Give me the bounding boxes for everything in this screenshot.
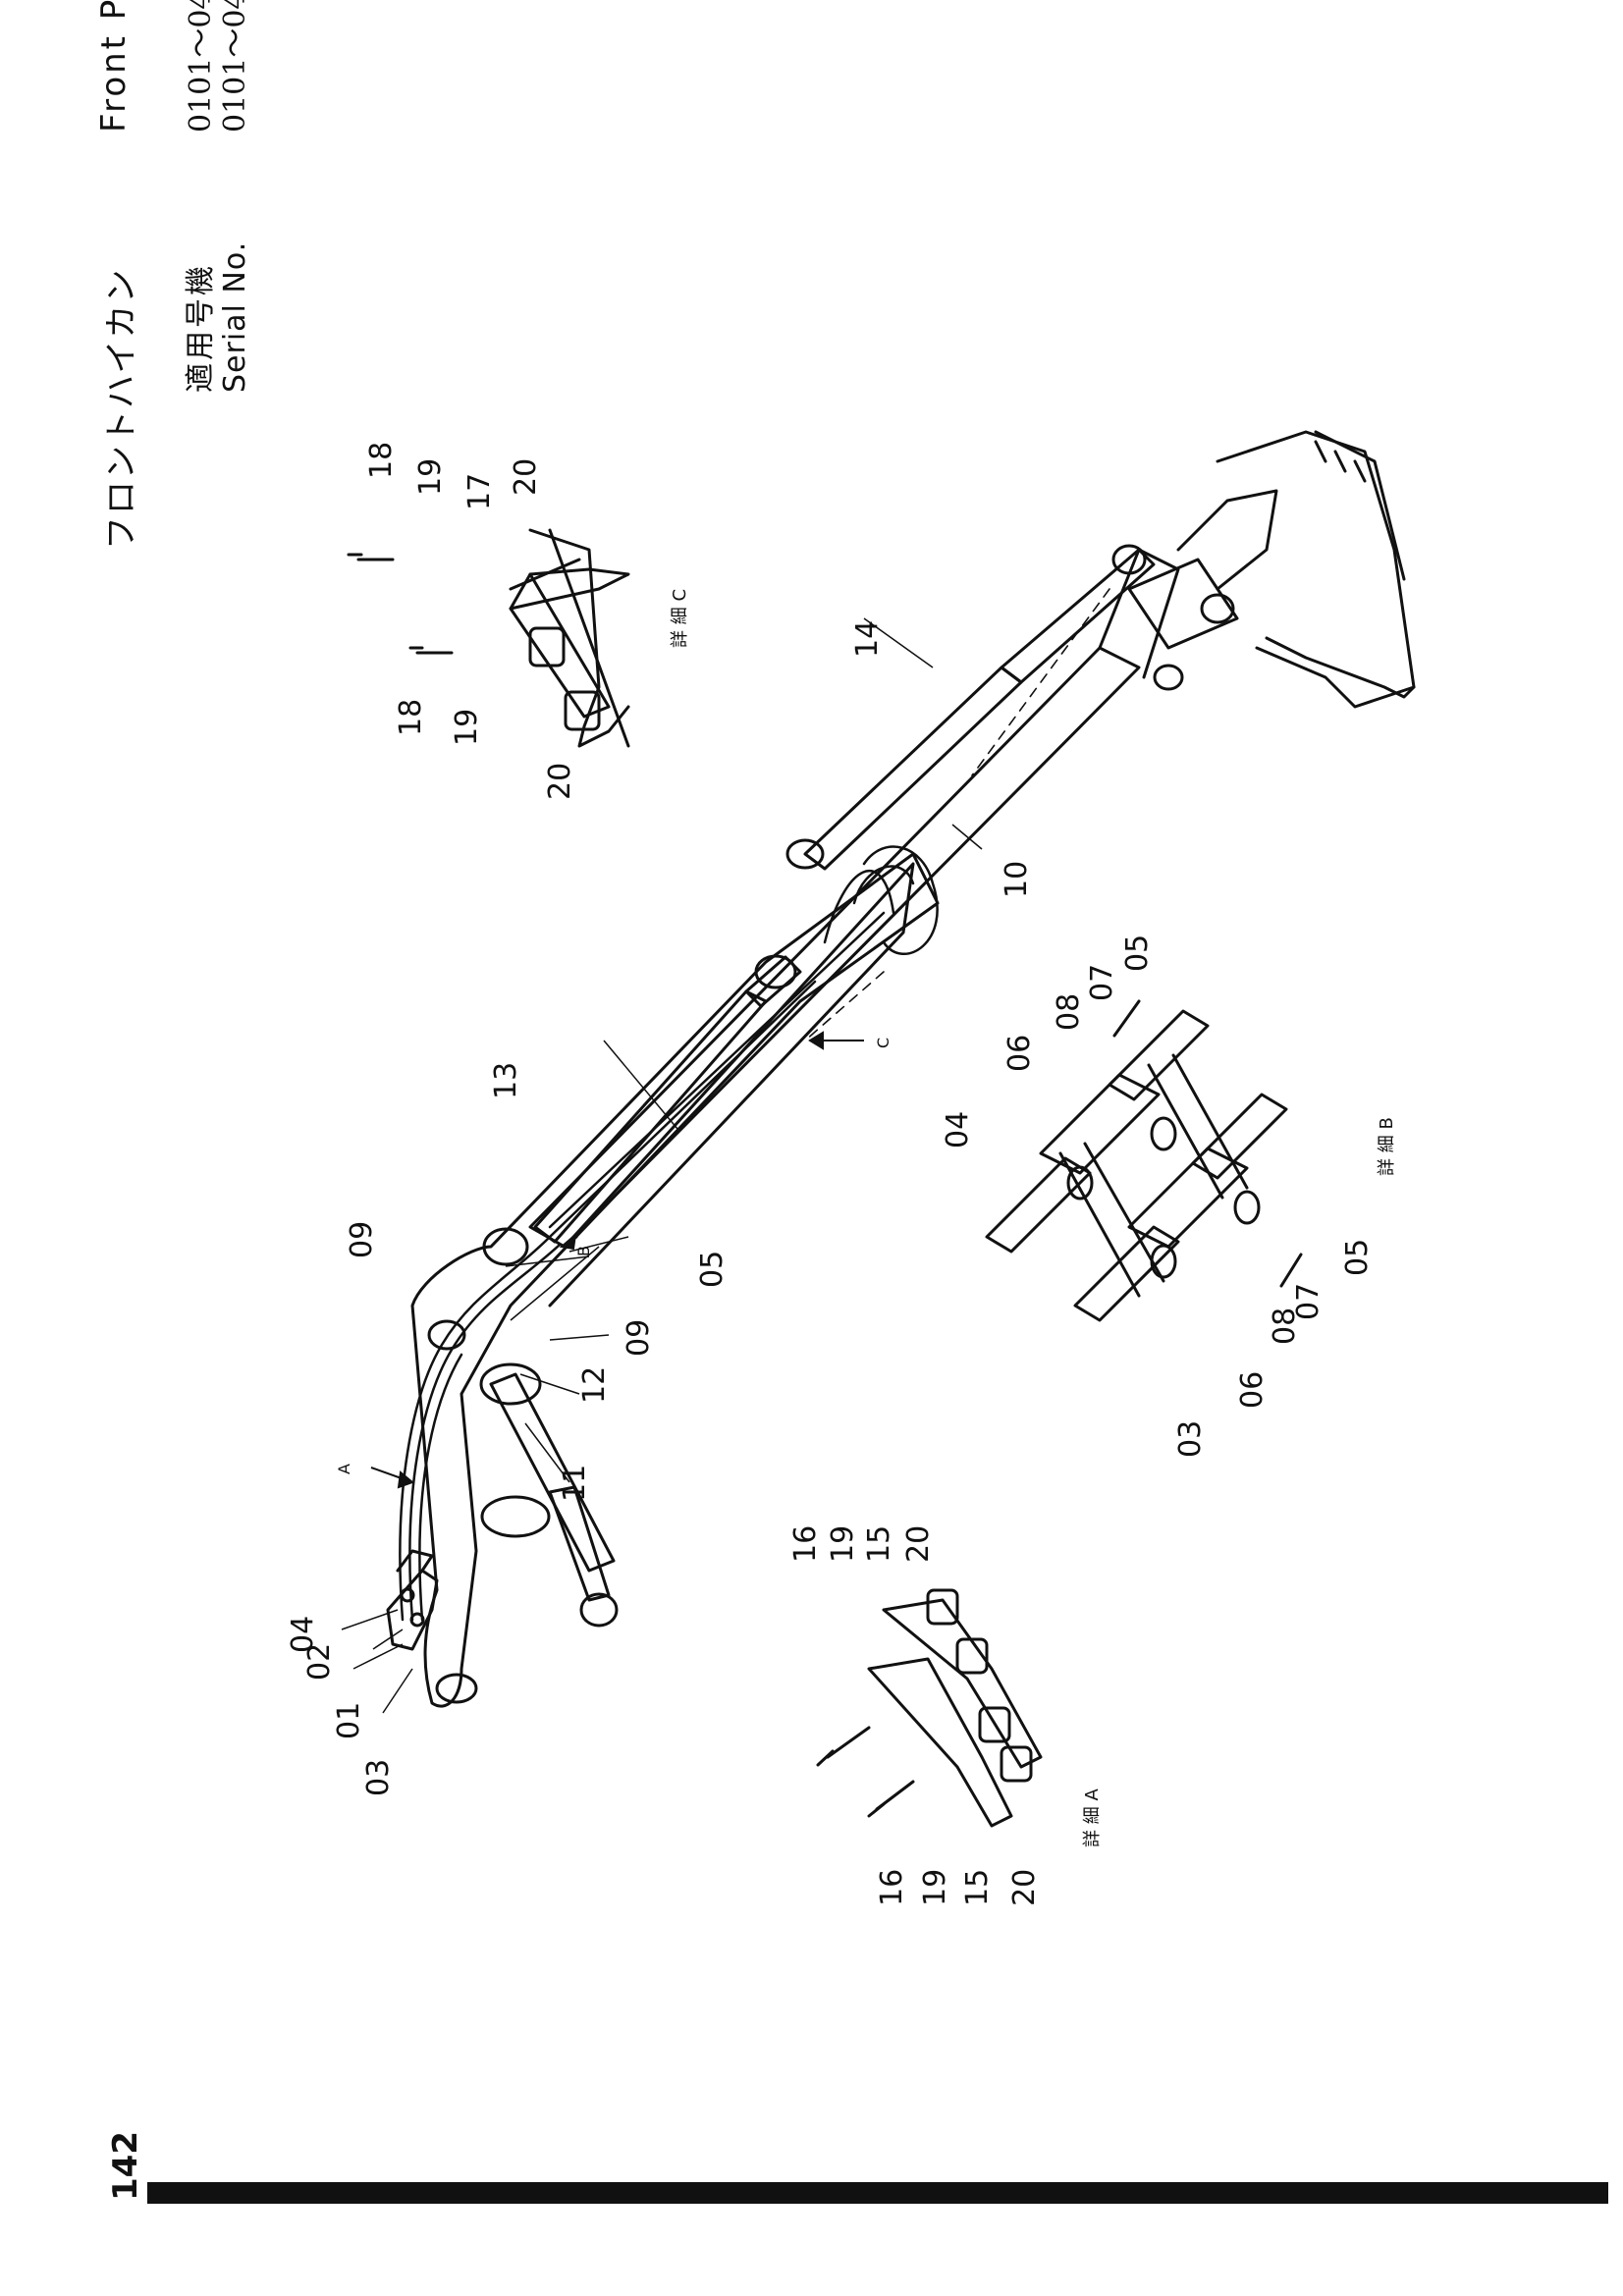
callout-labels: 01 02 03 04 05 09 09 10 11 12 13 14 03 0… (286, 442, 1375, 1906)
callout-12: 12 (577, 1366, 612, 1404)
detail-b-caption: 詳 細 B (1377, 1117, 1397, 1176)
callout-a-19-a: 19 (826, 1525, 860, 1563)
callout-a-20-b: 20 (1007, 1869, 1042, 1906)
guide-lines (804, 588, 1110, 1041)
callout-c-20-a: 20 (509, 458, 543, 496)
callout-b-06-b: 06 (1235, 1371, 1270, 1409)
callout-b-06-a: 06 (1002, 1035, 1037, 1072)
callout-a-16-a: 16 (788, 1525, 823, 1563)
arm-cylinder (533, 954, 802, 1244)
bucket-cylinder (785, 548, 1156, 871)
bucket (1111, 430, 1416, 709)
detail-a-assembly (867, 1588, 1043, 1828)
callout-a-20-a: 20 (901, 1525, 936, 1563)
view-letter-a: A (335, 1464, 353, 1474)
callout-05: 05 (695, 1251, 730, 1288)
callout-14: 14 (850, 620, 885, 658)
detail-b-assembly (985, 1009, 1288, 1322)
callout-a-19-b: 19 (918, 1869, 952, 1906)
boom-cylinder (479, 1362, 619, 1628)
detail-a-caption: 詳 細 A (1082, 1789, 1103, 1847)
callout-b-08-b: 08 (1268, 1308, 1302, 1345)
callout-b-07-a: 07 (1085, 964, 1119, 1001)
boom-outline (410, 852, 940, 1708)
callout-b-07-b: 07 (1291, 1283, 1325, 1320)
callout-09-b: 09 (622, 1319, 656, 1357)
callout-c-18-b: 18 (394, 699, 428, 736)
callout-10: 10 (1000, 861, 1034, 898)
callout-01: 01 (332, 1702, 366, 1739)
page-number: 142 (106, 2131, 145, 2201)
detail-captions: 詳 細 A 詳 細 B 詳 細 C (670, 589, 1397, 1847)
hydraulic-hoses (399, 845, 939, 1622)
callout-b-05-a: 05 (1120, 934, 1155, 972)
callout-a-15-b: 15 (960, 1869, 995, 1906)
callout-b-03: 03 (1173, 1420, 1208, 1458)
bolts (347, 553, 1303, 1818)
bottom-rule (147, 2182, 1608, 2204)
view-letters: A B C (335, 1038, 893, 1474)
view-letter-b: B (574, 1246, 593, 1256)
callout-11: 11 (558, 1465, 592, 1502)
callout-c-19-a: 19 (413, 458, 448, 496)
callout-c-20-b: 20 (543, 763, 577, 800)
callout-a-15-a: 15 (862, 1525, 896, 1563)
callout-13: 13 (489, 1062, 523, 1099)
detail-c-caption: 詳 細 C (670, 589, 690, 648)
callout-a-16-b: 16 (875, 1869, 909, 1906)
callout-09-a: 09 (345, 1221, 379, 1258)
callout-b-05-b: 05 (1340, 1239, 1375, 1276)
callout-02: 02 (302, 1643, 337, 1681)
leader-lines (341, 617, 983, 1714)
view-arrows (370, 1031, 864, 1489)
callout-c-19-b: 19 (450, 709, 484, 746)
callout-b-08-a: 08 (1052, 993, 1086, 1031)
view-letter-c: C (874, 1038, 893, 1048)
callout-04: 04 (286, 1616, 320, 1653)
callout-c-17: 17 (462, 473, 497, 510)
callout-b-04: 04 (941, 1111, 975, 1148)
valve-block (386, 1549, 439, 1651)
callout-03: 03 (361, 1759, 396, 1796)
detail-c-assembly (509, 528, 630, 748)
callout-c-18-a: 18 (364, 442, 399, 479)
